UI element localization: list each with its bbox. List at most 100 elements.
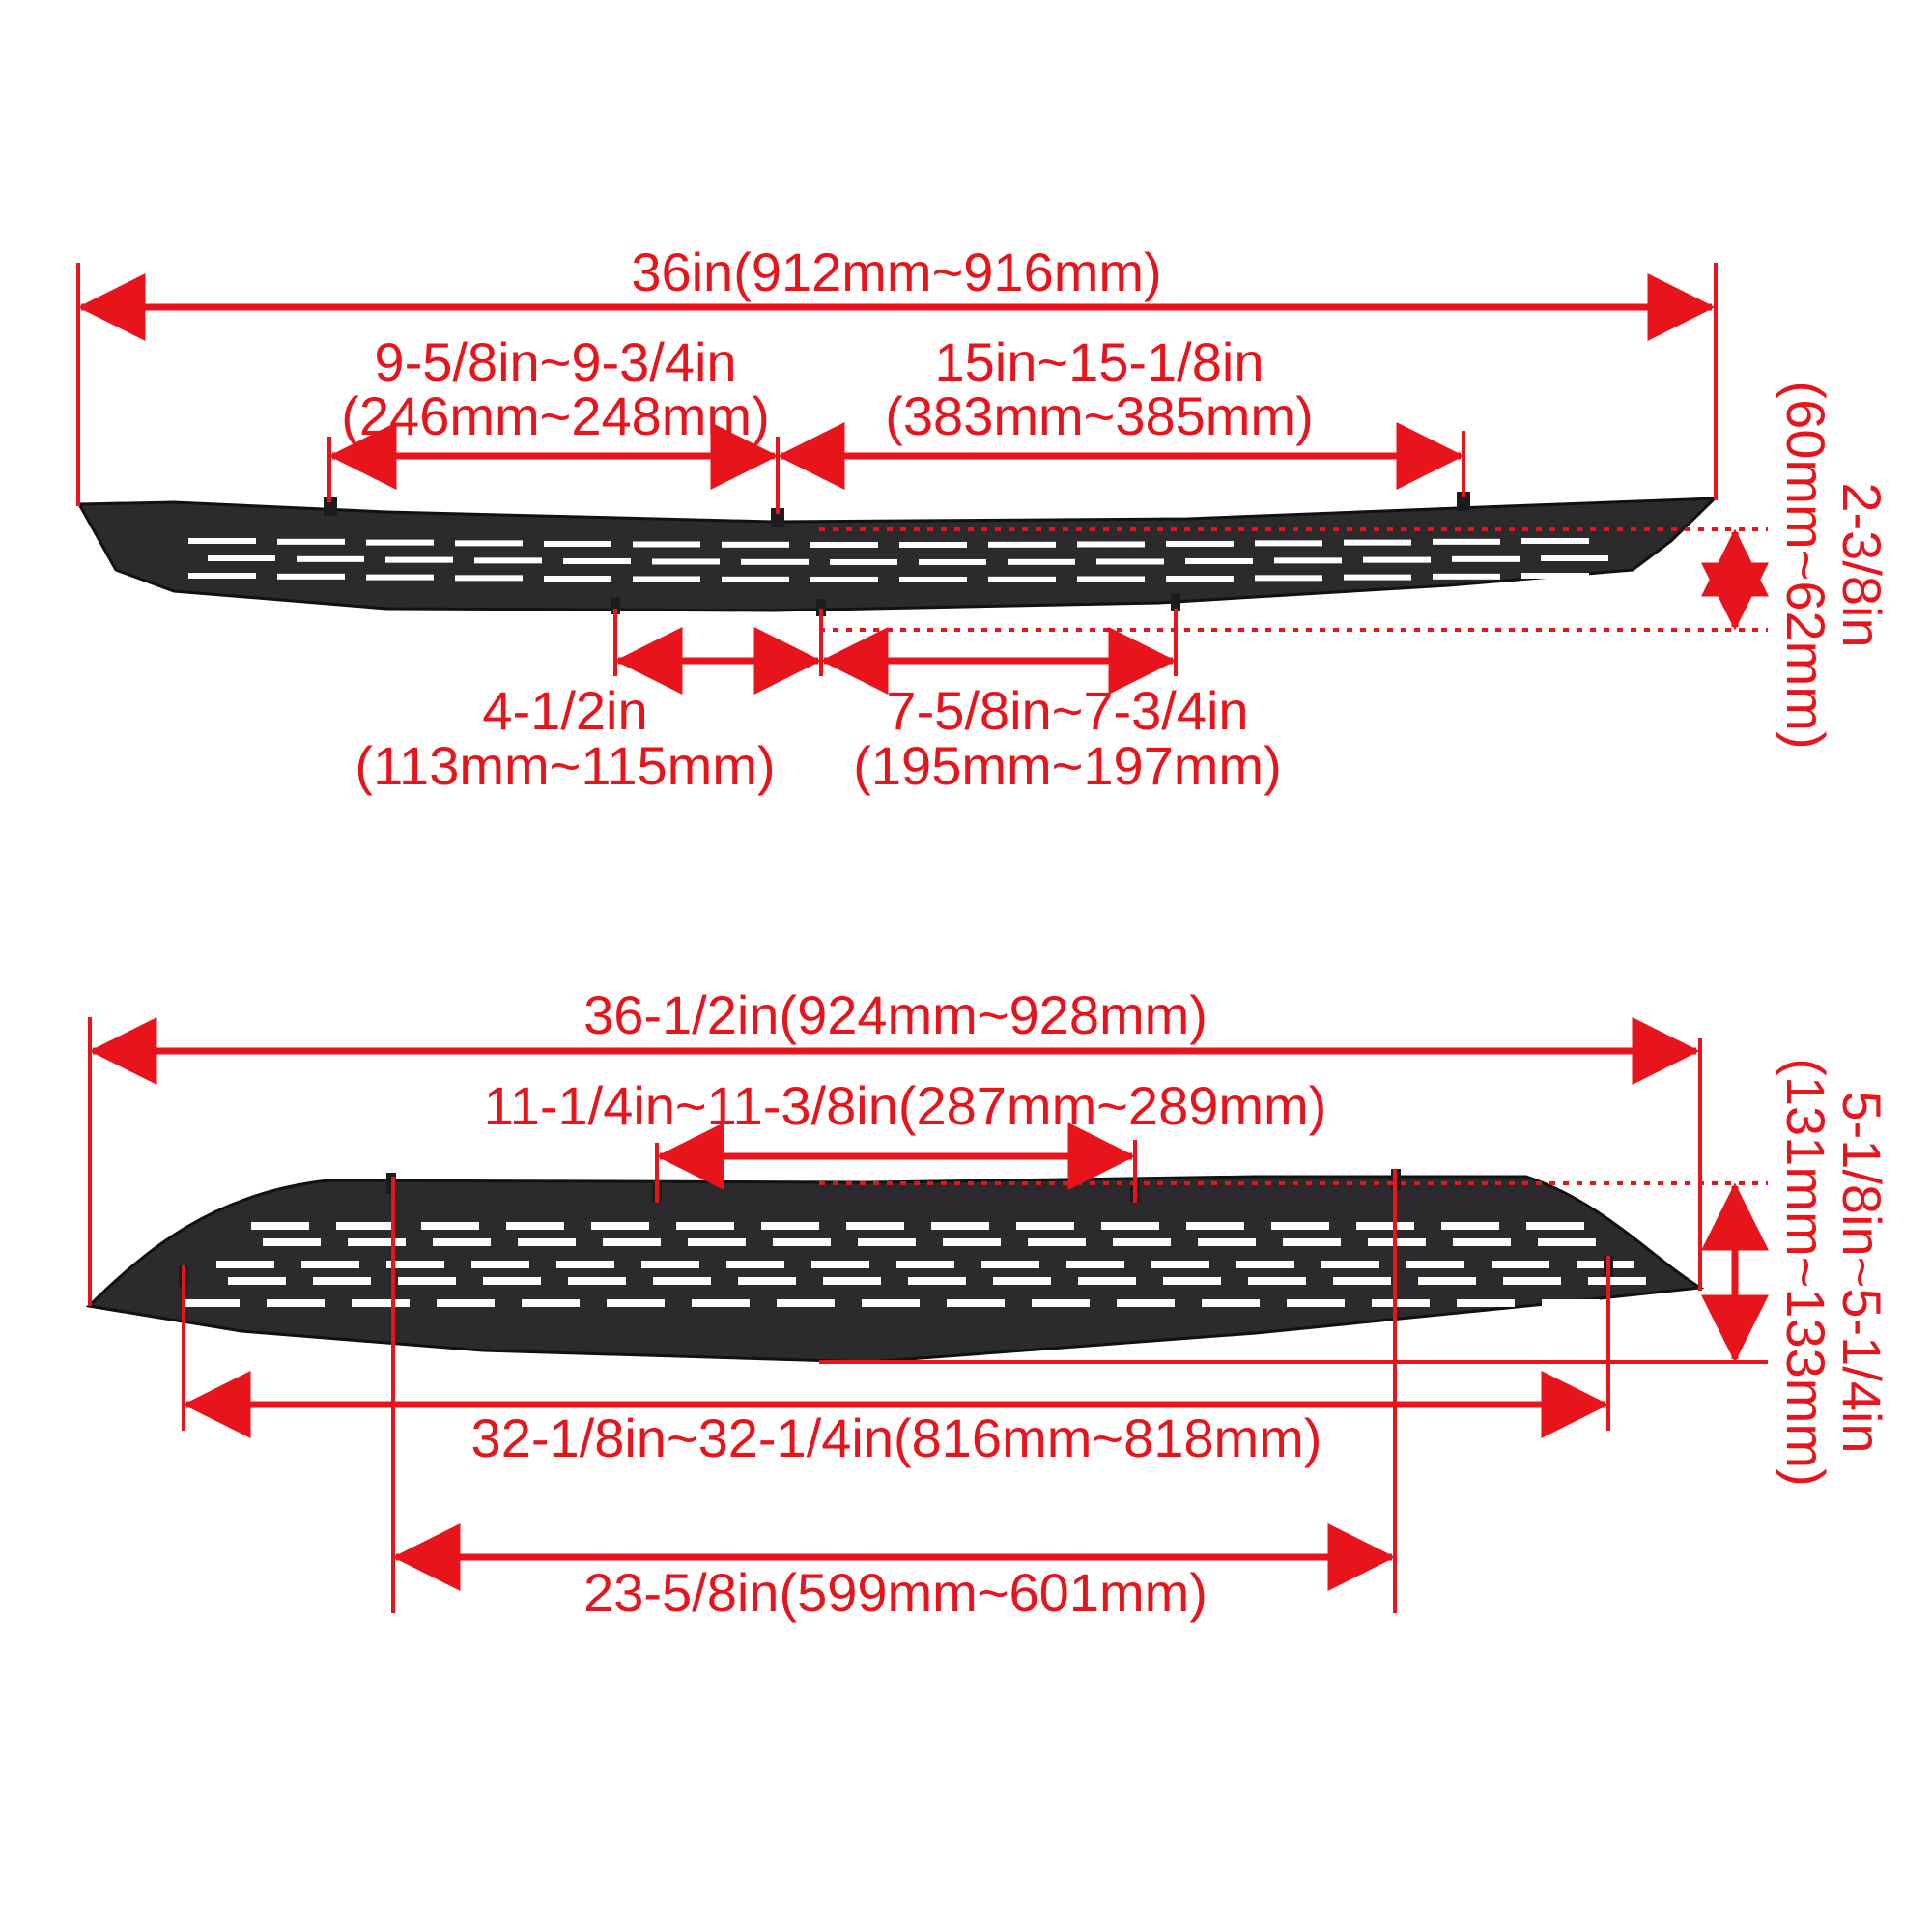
grille-slot (633, 576, 700, 582)
grille-slot (188, 573, 256, 579)
top-right-clip-span-line1: 15in~15-1/8in (935, 331, 1264, 392)
grille-slot (633, 541, 700, 548)
top-clip-2 (771, 508, 784, 527)
grille-slot (1344, 539, 1411, 546)
grille-slot (761, 1222, 819, 1230)
grille-slot (1521, 538, 1589, 544)
grille-slot (182, 1299, 240, 1307)
grille-slot (563, 557, 631, 564)
grille-slot (811, 1261, 869, 1268)
bottom-grille-slots (182, 1222, 1646, 1307)
grille-slot (1236, 1261, 1294, 1268)
grille-slot (741, 558, 809, 565)
grille-slot (1283, 1238, 1341, 1246)
grille-slot (228, 1277, 286, 1285)
grille-slot (931, 1222, 989, 1230)
grille-slot (777, 1299, 835, 1307)
bottom-grille (85, 1169, 1705, 1364)
grille-slot (823, 1277, 881, 1285)
grille-slot (641, 1261, 699, 1268)
grille-slot (474, 557, 542, 564)
grille-slot (1274, 557, 1342, 564)
grille-slot (1418, 1277, 1476, 1285)
grille-slot (1202, 1299, 1260, 1307)
grille-slot (1078, 1277, 1136, 1285)
grille-slot (437, 1299, 495, 1307)
top-height-line2: (60mm~62mm) (1776, 381, 1836, 749)
grille-slot (366, 539, 434, 546)
grille-slot (981, 1261, 1039, 1268)
grille-slot (1255, 575, 1322, 582)
grille-slot (313, 1277, 371, 1285)
bottom-clip-3 (1171, 593, 1180, 611)
grille-slot (1117, 1299, 1175, 1307)
grille-slot (1032, 1299, 1090, 1307)
grille-slot (846, 1222, 904, 1230)
grille-slot (603, 1238, 661, 1246)
grille-slot (988, 576, 1056, 582)
grille-slot (1066, 1261, 1124, 1268)
grille-slot (1356, 1222, 1414, 1230)
grille-slot (348, 1238, 406, 1246)
grille-slot (1101, 1222, 1159, 1230)
bottom-labels: 36-1/2in(924mm~928mm) 11-1/4in~11-3/8in(… (471, 984, 1892, 1623)
grille-slot (1248, 1277, 1306, 1285)
grille-slot (1255, 540, 1322, 547)
grille-slot (1333, 1277, 1391, 1285)
bottom-clip-2 (816, 599, 826, 616)
grille-slot (1406, 1261, 1464, 1268)
top-clip-1 (324, 497, 337, 516)
grille-slot (522, 1299, 580, 1307)
grille-slot (692, 1299, 750, 1307)
grille-slot (385, 556, 453, 563)
grille-slot (653, 1277, 711, 1285)
grille-slot (1271, 1222, 1329, 1230)
grille-slot (726, 1261, 784, 1268)
grille-slot (1453, 1238, 1511, 1246)
grille-slot (908, 1277, 966, 1285)
grille-slot (301, 1261, 359, 1268)
grille-slot (1321, 1261, 1379, 1268)
grille-slot (1441, 1222, 1499, 1230)
grille-slot (1492, 1261, 1549, 1268)
grille-slot (688, 1238, 746, 1246)
grille-slot (398, 1277, 456, 1285)
grille-slot (1344, 574, 1411, 581)
grille-slot (896, 1261, 954, 1268)
top-left-clip-span-line1: 9-5/8in~9-3/4in (374, 331, 736, 392)
bottom-height-line1: 5-1/8in~5-1/4in (1832, 1091, 1892, 1453)
grille-slot (1452, 555, 1520, 562)
grille-slot (858, 1238, 916, 1246)
grille-slot (1077, 576, 1145, 582)
grille-slot (1113, 1238, 1171, 1246)
grille-slot (568, 1277, 626, 1285)
grille-slot (862, 1299, 920, 1307)
grille-slot (1372, 1299, 1430, 1307)
grille-slot (556, 1261, 614, 1268)
grille-slot (810, 541, 878, 548)
grille-slot (208, 555, 275, 561)
grille-slot (1541, 555, 1608, 561)
grille-slot (1363, 556, 1431, 563)
top-dimensions (76, 263, 1769, 695)
top-overall-width-label: 36in(912mm~916mm) (631, 242, 1161, 302)
top-grille (76, 492, 1719, 616)
bottom-grille-body (85, 1175, 1705, 1364)
grille-slot (386, 1261, 444, 1268)
grille-slot (1287, 1299, 1345, 1307)
grille-slot (1588, 1277, 1646, 1285)
top-grille-body (76, 497, 1719, 612)
top-left-clip-span-line2: (246mm~248mm) (341, 385, 769, 446)
grille-slot (483, 1277, 541, 1285)
grille-slot (421, 1222, 479, 1230)
grille-slot (1008, 558, 1075, 565)
grille-slot (722, 576, 789, 582)
grille-slot (899, 541, 967, 548)
grille-slot (607, 1299, 665, 1307)
grille-slot (738, 1277, 796, 1285)
top-bottom-right-span-line1: 7-5/8in~7-3/4in (886, 680, 1248, 741)
bottom-top-clip-span-label: 11-1/4in~11-3/8in(287mm~289mm) (484, 1075, 1327, 1136)
top-height-line1: 2-3/8in (1832, 482, 1892, 647)
grille-slot (1185, 557, 1253, 564)
grille-slot (988, 541, 1056, 548)
